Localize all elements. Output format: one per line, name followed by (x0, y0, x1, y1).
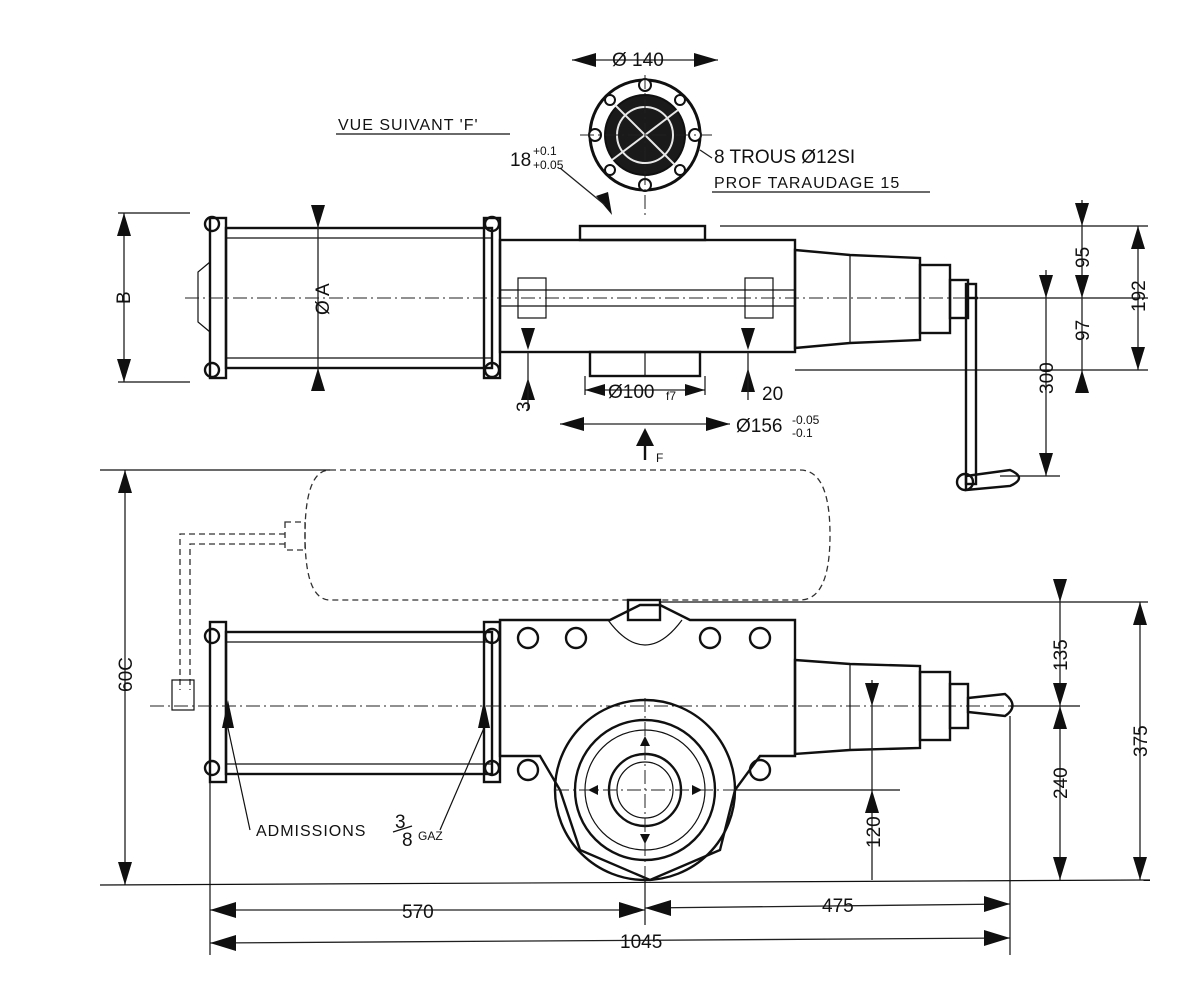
dia-140-label: Ø 140 (612, 50, 664, 71)
admissions-size-num: 3 (395, 812, 406, 833)
dim-1045-label: 1045 (620, 932, 662, 953)
dim-120-label: 120 (864, 816, 885, 848)
dia-a-label: Ø A (313, 283, 334, 315)
dim-240-label: 240 (1051, 767, 1072, 799)
dim-192-label: 192 (1129, 280, 1150, 312)
flange-detail-view: Ø 140 18 +0.1 +0.05 8 TROUS Ø12SI PROF T… (510, 50, 930, 215)
front-dimensions: 60C 135 240 375 (99, 469, 1152, 886)
dim-475-label: 475 (822, 896, 854, 917)
view-title: VUE SUIVANT 'F' (338, 117, 479, 134)
tol-18-sup: +0.1 (533, 144, 557, 158)
thread-depth-note: PROF TARAUDAGE 15 (714, 175, 900, 192)
dia-156-sup: -0.05 (792, 413, 820, 427)
dia-156-label: Ø156 (736, 416, 782, 437)
dim-135-label: 135 (1051, 639, 1072, 671)
bottom-dimensions: 570 475 1045 (209, 716, 1011, 955)
dim-97-label: 97 (1073, 320, 1094, 341)
dim-95-label: 95 (1073, 247, 1094, 268)
dim-300-label: 300 (1037, 362, 1058, 394)
dia-100-label: Ø100 (608, 382, 654, 403)
dim-20-label: 20 (762, 384, 783, 405)
dia-100-fit: f7 (666, 389, 676, 403)
dim-3-label: 3 (514, 401, 535, 412)
tol-18-label: 18 (510, 150, 531, 171)
dim-600-label: 60C (116, 657, 137, 692)
view-arrow-letter: F (656, 451, 663, 465)
dia-156-inf: -0.1 (792, 426, 813, 440)
front-view: 120 (150, 469, 1020, 885)
dim-375-label: 375 (1131, 725, 1152, 757)
tol-18-inf: +0.05 (533, 158, 564, 172)
dim-570-label: 570 (402, 902, 434, 923)
admissions-suffix: GAZ (418, 829, 443, 843)
holes-note: 8 TROUS Ø12SI (714, 147, 855, 168)
admissions-label: ADMISSIONS (256, 823, 366, 840)
admissions-size-den: 8 (402, 830, 413, 851)
top-view: Ø A B 3 (114, 205, 1021, 492)
dim-b-label: B (114, 291, 135, 304)
top-right-dimensions: 95 97 192 300 (720, 200, 1150, 477)
